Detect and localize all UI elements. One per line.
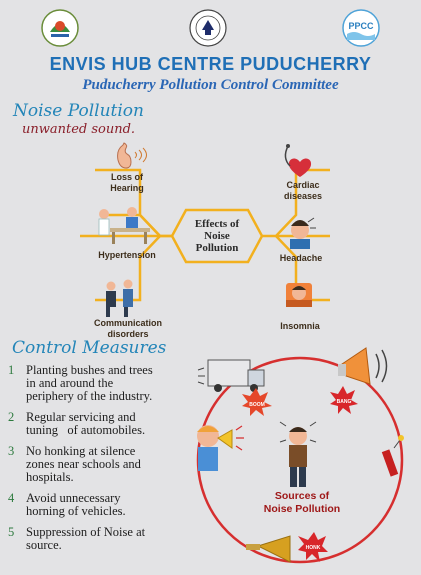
measure-text-line: No honking at silence: [26, 444, 136, 458]
effects-center-label: Effects of Noise Pollution: [182, 218, 252, 254]
logo-ppcc: PPCC: [341, 8, 381, 48]
truck-icon: [197, 359, 265, 392]
list-item: 4 Avoid unnecessary horning of vehicles.: [8, 492, 203, 518]
measure-text-line: source.: [26, 538, 62, 552]
sources-label-line1: Sources of: [274, 490, 330, 502]
effect-cardiac-line2: diseases: [283, 191, 323, 201]
logo-left-emblem: [40, 8, 80, 48]
measure-text-line: Planting bushes and trees: [26, 363, 153, 377]
effect-headache-line1: Headache: [279, 253, 323, 263]
page-title: ENVIS HUB CENTRE PUDUCHERRY: [49, 54, 372, 74]
list-item: 1 Planting bushes and trees in and aroun…: [8, 364, 203, 403]
effect-insomnia-line1: Insomnia: [280, 321, 320, 331]
measure-text-line: tuning of automobiles.: [26, 423, 146, 437]
ppcc-logo-text: PPCC: [348, 21, 374, 31]
noise-pollution-subheading: unwanted sound.: [22, 122, 136, 137]
measure-text-line: in and around the: [26, 376, 114, 390]
measure-text-line: periphery of the industry.: [26, 389, 153, 403]
measure-number: 4: [8, 491, 15, 505]
child-blowing-horn-icon: [197, 425, 244, 471]
sources-illustration: BOOM BANG HONK: [196, 347, 404, 564]
measure-text-line: horning of vehicles.: [26, 504, 126, 518]
measure-text-line: zones near schools and: [26, 457, 141, 471]
effect-hypertension: Hypertension: [82, 250, 172, 261]
center-line1: Effects of: [194, 218, 240, 230]
firecracker-icon: [381, 435, 404, 477]
page-subtitle: Puducherry Pollution Control Committee: [82, 77, 339, 93]
control-measures-heading: Control Measures: [12, 338, 167, 358]
ear-icon: [117, 142, 147, 169]
bang-burst-icon: BANG: [330, 386, 358, 414]
logo-center-seal: [188, 8, 228, 48]
list-item: 2 Regular servicing and tuning of automo…: [8, 411, 203, 437]
megaphone-icon: [338, 347, 388, 385]
center-line3: Pollution: [195, 242, 239, 254]
measure-number: 5: [8, 525, 15, 539]
effect-communication-line2: disorders: [107, 329, 149, 339]
boom-burst-icon: BOOM: [242, 388, 272, 416]
effect-communication-disorders: Communication disorders: [82, 318, 174, 340]
two-people-talking-icon: [106, 279, 133, 317]
measure-number: 2: [8, 410, 15, 424]
horn-icon: HONK: [246, 532, 328, 563]
measure-text-line: hospitals.: [26, 470, 74, 484]
center-line2: Noise: [204, 230, 230, 242]
bang-text: BANG: [337, 399, 352, 405]
honk-text: HONK: [306, 545, 321, 551]
sources-label: Sources of Noise Pollution: [252, 490, 352, 516]
sources-label-line2: Noise Pollution: [263, 503, 341, 515]
effect-cardiac-diseases: Cardiac diseases: [268, 180, 338, 202]
effect-loss-of-hearing-line2: Hearing: [110, 183, 144, 193]
effect-cardiac-line1: Cardiac: [286, 180, 320, 190]
measure-text-line: Regular servicing and: [26, 410, 136, 424]
effect-communication-line1: Communication: [93, 318, 162, 328]
doctor-patient-icon: [98, 207, 150, 244]
insomnia-person-icon: [286, 283, 312, 307]
headache-person-icon: [290, 217, 316, 249]
heart-stethoscope-icon: [284, 144, 312, 177]
boom-text: BOOM: [249, 402, 265, 408]
control-measures-list: 1 Planting bushes and trees in and aroun…: [8, 364, 203, 560]
measure-text-line: Suppression of Noise at: [26, 525, 146, 539]
effect-hypertension-line1: Hypertension: [98, 250, 156, 260]
list-item: 3 No honking at silence zones near schoo…: [8, 445, 203, 484]
effect-loss-of-hearing: Loss of Hearing: [92, 172, 162, 194]
list-item: 5 Suppression of Noise at source.: [8, 526, 203, 552]
measure-number: 1: [8, 363, 15, 377]
effect-loss-of-hearing-line1: Loss of: [110, 172, 143, 182]
person-covering-ears-icon: [279, 421, 317, 487]
measure-text-line: Avoid unnecessary: [26, 491, 121, 505]
effect-headache: Headache: [268, 253, 334, 264]
effect-insomnia: Insomnia: [268, 321, 332, 332]
measure-number: 3: [8, 444, 15, 458]
noise-pollution-heading: Noise Pollution: [13, 101, 144, 121]
